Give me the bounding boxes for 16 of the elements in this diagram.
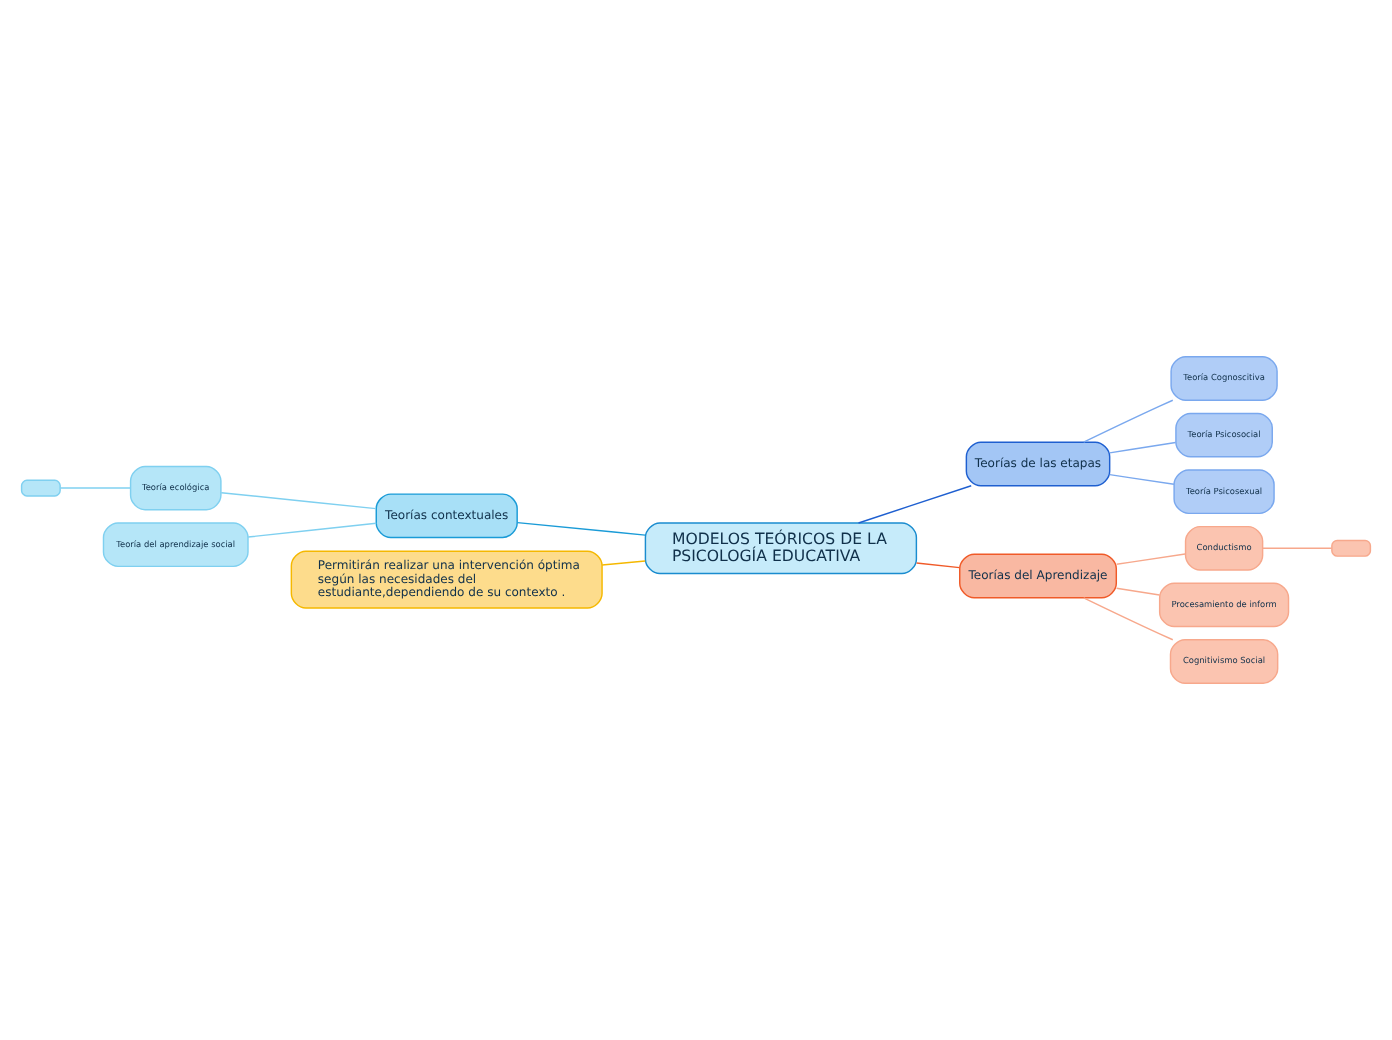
connector (1108, 473, 1175, 486)
connector (1115, 587, 1161, 596)
connector (220, 491, 377, 510)
connector (1115, 553, 1186, 566)
connector (1108, 441, 1177, 454)
connector (857, 485, 972, 524)
connector (1261, 547, 1333, 550)
connector (1082, 399, 1174, 443)
node-box (20, 479, 61, 497)
connector (59, 487, 131, 489)
connector (601, 560, 646, 566)
connector (516, 521, 646, 536)
connector (1082, 597, 1174, 641)
node-box (1331, 539, 1372, 557)
connector (247, 522, 377, 538)
connector (915, 562, 961, 569)
